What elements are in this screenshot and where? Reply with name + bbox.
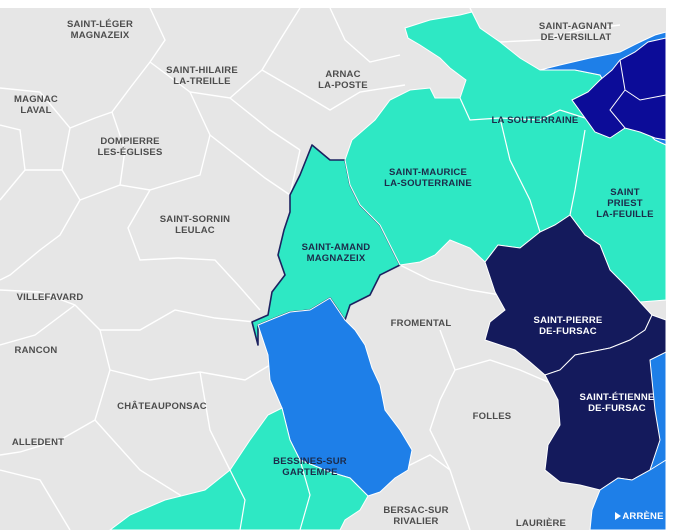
label-arnac-la-poste: ARNAC LA-POSTE	[318, 69, 368, 91]
label-la-souterraine: LA SOUTERRAINE	[491, 115, 579, 126]
arrow-right-icon	[615, 512, 621, 520]
label-saint-agnant-de-versillat: SAINT-AGNANT DE-VERSILLAT	[538, 21, 614, 43]
right-margin	[666, 0, 674, 530]
south-west-boundaries	[229, 459, 311, 530]
label-rancon: RANCON	[14, 345, 58, 356]
label-saint-hilaire-la-treille: SAINT-HILAIRE LA-TREILLE	[166, 65, 238, 87]
label-bersac-sur-rivalier: BERSAC-SUR RIVALIER	[383, 505, 449, 527]
north-east-dark-boundaries	[609, 59, 667, 129]
label-saint-amand-magnazeix: SAINT-AMAND MAGNAZEIX	[301, 242, 371, 264]
label-saint-leger-magnazeix: SAINT-LÉGER MAGNAZEIX	[66, 19, 134, 41]
label-bessines-sur-gartempe: BESSINES-SUR GARTEMPE	[273, 456, 347, 478]
region-arrenes[interactable]	[589, 459, 667, 530]
label-saint-etienne-de-fursac: SAINT-ÉTIENNE DE-FURSAC	[579, 392, 655, 414]
label-saint-pierre-de-fursac: SAINT-PIERRE DE-FURSAC	[533, 315, 603, 337]
label-dompierre-les-eglises: DOMPIERRE LES-ÉGLISES	[97, 136, 163, 158]
label-villefavard: VILLEFAVARD	[16, 292, 84, 303]
label-folles: FOLLES	[472, 411, 512, 422]
turquoise-internal-boundaries	[459, 97, 586, 233]
label-alledent: ALLEDENT	[11, 437, 65, 448]
top-margin	[0, 0, 674, 8]
label-arrenes: ARRÈNE	[622, 511, 664, 522]
region-north-east-dark[interactable]	[571, 37, 667, 141]
label-chateauponsac: CHÂTEAUPONSAC	[117, 401, 207, 412]
label-saint-priest-la-feuille: SAINT PRIEST LA-FEUILLE	[596, 187, 654, 220]
region-south-west[interactable]	[109, 407, 369, 530]
label-lauriere: LAURIÈRE	[515, 518, 567, 529]
label-saint-sornin-leulac: SAINT-SORNIN LEULAC	[159, 214, 231, 236]
label-saint-maurice-la-souterraine: SAINT-MAURICE LA-SOUTERRAINE	[384, 167, 472, 189]
label-fromental: FROMENTAL	[390, 318, 452, 329]
label-magnac-laval: MAGNAC LAVAL	[14, 94, 58, 116]
